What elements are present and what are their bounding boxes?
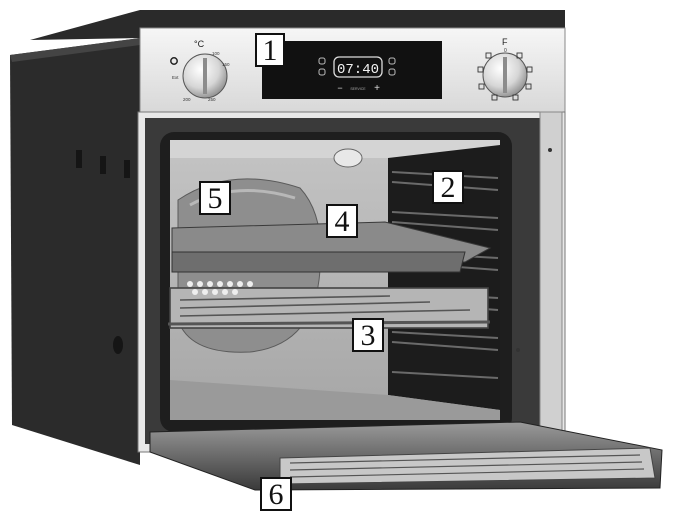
- oven-door[interactable]: [149, 421, 663, 491]
- plus-button[interactable]: +: [374, 83, 380, 94]
- callout-5-fan-cover: 5: [199, 181, 231, 215]
- enamel-tray: [171, 221, 492, 273]
- program-icon-1[interactable]: [318, 57, 326, 65]
- knob-mark-100: 100: [212, 51, 220, 56]
- temperature-unit-label: °C: [194, 39, 205, 49]
- program-icon-2[interactable]: [318, 68, 326, 76]
- callout-2-side-runners: 2: [432, 170, 464, 204]
- callout-6-door: 6: [260, 477, 292, 511]
- knob-mark-250: 250: [208, 97, 216, 102]
- grill-holes: [187, 281, 253, 295]
- knob-mark-200: 200: [183, 97, 191, 102]
- minus-button[interactable]: −: [337, 83, 342, 93]
- function-knob[interactable]: [482, 52, 528, 98]
- callout-4-enamel-tray: 4: [326, 204, 358, 238]
- knob-mark-ext: Ext: [172, 75, 179, 80]
- program-icon-4[interactable]: [388, 68, 396, 76]
- wire-grill: [167, 287, 491, 329]
- display-time: 07:40: [337, 62, 379, 78]
- function-label: F: [502, 37, 508, 47]
- callout-3-wire-grill: 3: [352, 318, 384, 352]
- function-zero-mark: 0: [504, 48, 507, 54]
- program-icon-3[interactable]: [388, 57, 396, 65]
- oven-side-panel: [10, 38, 140, 465]
- temperature-knob[interactable]: [182, 53, 228, 99]
- function-mode-icons: [477, 52, 533, 101]
- control-panel: °C Ext 100 200 250 150 07:40 − SERVICE +…: [139, 27, 566, 113]
- knob-mark-150: 150: [222, 62, 230, 67]
- display-center-text: SERVICE: [350, 87, 366, 91]
- digital-display: 07:40 − SERVICE +: [262, 41, 442, 99]
- power-indicator-icon: [170, 57, 178, 65]
- callout-1-control-panel: 1: [255, 33, 285, 67]
